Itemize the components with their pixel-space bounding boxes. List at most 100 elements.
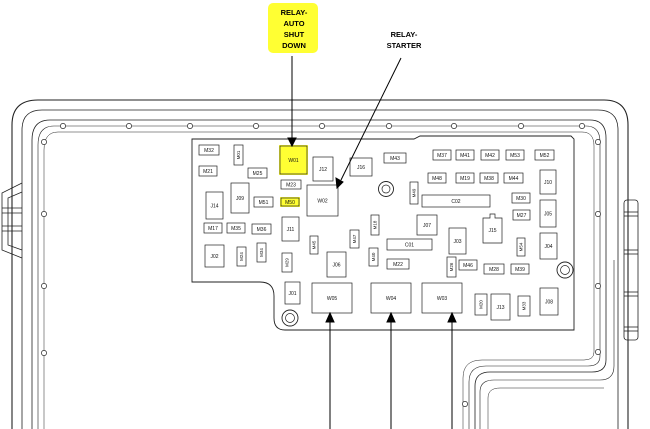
- box-M42: [480, 149, 500, 161]
- box-label-J04: J04: [544, 244, 552, 250]
- box-M28: [483, 263, 505, 275]
- panel-mount-holes: [281, 181, 574, 327]
- box-M46: [458, 259, 478, 271]
- box-label-W04: W04: [386, 296, 397, 302]
- box-label-M26: M26: [449, 262, 454, 271]
- box-M33: [517, 295, 531, 317]
- box-label-M40: M40: [371, 252, 376, 261]
- box-M20: [474, 293, 488, 316]
- housing-outline: [11, 99, 629, 429]
- box-label-W03: W03: [437, 296, 448, 302]
- asd-line-2: AUTO: [283, 19, 304, 28]
- box-label-M47: M47: [352, 234, 357, 243]
- box-label-J07: J07: [423, 223, 431, 229]
- box-label-M54: M54: [519, 242, 524, 251]
- box-label-M36: M36: [257, 227, 267, 233]
- box-label-M28: M28: [489, 267, 499, 273]
- box-label-J03: J03: [453, 239, 461, 245]
- box-M35: [226, 222, 246, 234]
- box-M50: [280, 197, 300, 207]
- box-M23: [280, 179, 302, 190]
- box-J06: [326, 251, 347, 278]
- box-label-J10: J10: [544, 180, 552, 186]
- box-M54: [516, 237, 526, 257]
- box-label-M35: M35: [231, 226, 241, 232]
- box-J03: [448, 227, 467, 255]
- box-M39: [510, 263, 530, 275]
- box-J01: [284, 281, 301, 305]
- box-M19: [455, 172, 475, 184]
- box-label-J09: J09: [236, 196, 244, 202]
- annotation-arrows: [287, 56, 457, 429]
- highlights: [268, 3, 318, 207]
- box-label-M29: M29: [285, 258, 290, 267]
- right-bracket: [623, 199, 639, 341]
- box-M43: [383, 152, 407, 164]
- box-M32: [198, 144, 220, 156]
- box-label-M27: M27: [517, 213, 527, 219]
- box-M53: [505, 149, 525, 161]
- housing-screws: [41, 123, 601, 407]
- box-M37: [432, 149, 452, 161]
- box-label-J11: J11: [287, 227, 295, 233]
- box-label-M52: M52: [540, 153, 550, 159]
- starter-line-2: STARTER: [387, 41, 422, 50]
- box-M41: [455, 149, 475, 161]
- box-M38: [479, 172, 499, 184]
- box-M30: [511, 192, 531, 204]
- box-M40: [368, 247, 379, 267]
- box-label-M39: M39: [515, 267, 525, 273]
- box-label-M21: M21: [203, 169, 213, 175]
- box-label-M20: M20: [479, 300, 484, 309]
- box-M22: [386, 258, 410, 270]
- box-W03: [421, 282, 463, 314]
- box-M47: [349, 229, 360, 249]
- box-label-J05: J05: [544, 211, 552, 217]
- box-M24: [236, 246, 247, 267]
- box-M29: [281, 252, 293, 273]
- box-J05: [539, 199, 557, 228]
- box-M17: [203, 222, 223, 234]
- box-label-M32: M32: [204, 148, 214, 154]
- box-W01: [279, 145, 308, 175]
- box-label-M53: M53: [510, 153, 520, 159]
- box-J11: [281, 216, 300, 242]
- relay-asd-label: RELAY- AUTO SHUT DOWN: [281, 8, 308, 50]
- box-J13: [490, 293, 511, 321]
- asd-line-1: RELAY-: [281, 8, 308, 17]
- box-label-J15: J15: [488, 228, 496, 234]
- box-label-W01: W01: [288, 158, 299, 164]
- box-M18: [370, 214, 380, 236]
- box-M25: [247, 167, 268, 179]
- left-bracket: [1, 182, 23, 259]
- box-label-M19: M19: [460, 176, 470, 182]
- box-J14: [205, 191, 224, 220]
- box-label-W02: W02: [317, 198, 328, 204]
- w01-highlight: [279, 145, 308, 175]
- box-label-M41: M41: [460, 153, 470, 159]
- box-label-J12: J12: [319, 167, 327, 173]
- box-label-M42: M42: [485, 153, 495, 159]
- box-J09: [230, 182, 250, 214]
- box-M51: [253, 196, 274, 208]
- box-M27: [512, 209, 531, 221]
- box-J04: [539, 232, 558, 260]
- box-label-M49: M49: [412, 188, 417, 197]
- box-J07: [416, 214, 438, 236]
- box-label-J08: J08: [545, 299, 553, 305]
- box-label-J14: J14: [210, 203, 218, 209]
- box-label-M24: M24: [239, 252, 244, 261]
- box-label-M23: M23: [286, 182, 296, 188]
- asd-line-4: DOWN: [282, 41, 306, 50]
- box-label-M51: M51: [259, 200, 269, 206]
- box-label-W05: W05: [327, 296, 338, 302]
- box-label-J02: J02: [210, 254, 218, 260]
- box-J08: [539, 287, 559, 316]
- asd-line-3: SHUT: [284, 30, 305, 39]
- box-M26: [446, 256, 457, 278]
- box-M01: [233, 144, 244, 166]
- box-M44: [503, 172, 524, 184]
